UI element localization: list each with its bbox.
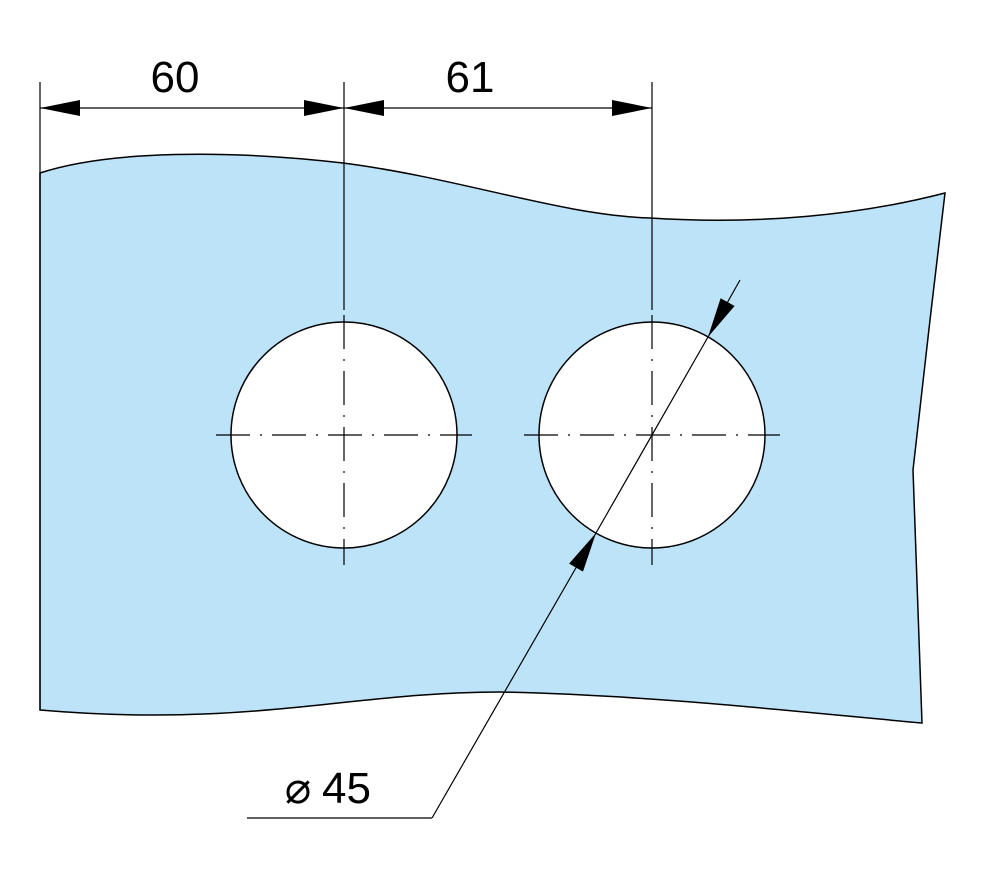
glass-panel — [39, 153, 946, 724]
diameter-leader — [247, 279, 741, 819]
dimension-label-60: 60 — [151, 53, 200, 102]
diameter-symbol: ⌀ — [285, 764, 312, 813]
extension-lines — [39, 82, 653, 710]
dimension-label-61: 61 — [446, 53, 495, 102]
diameter-label: 45 — [322, 764, 371, 813]
